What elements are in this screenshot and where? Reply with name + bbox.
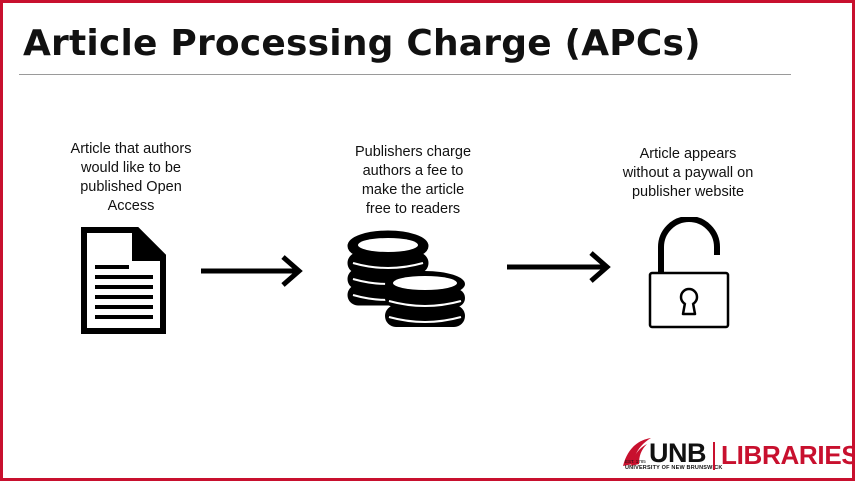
logo-divider: [713, 442, 715, 470]
step-1-caption-line: would like to be: [81, 160, 181, 176]
step-3-caption: Article appears without a paywall on pub…: [598, 145, 778, 202]
logo-university-name: UNIVERSITY OF NEW BRUNSWICK: [625, 465, 723, 471]
step-1-caption-line: Article that authors: [70, 141, 192, 157]
unb-libraries-logo: UNB EST. 1785 UNIVERSITY OF NEW BRUNSWIC…: [621, 436, 855, 476]
unb-flame-icon: [623, 438, 651, 466]
coins-icon: [347, 230, 465, 327]
step-2-caption-line: Publishers charge: [354, 144, 472, 160]
step-1-caption-line: Access: [107, 198, 155, 214]
title-divider: [19, 74, 791, 75]
step-3-caption-line: publisher website: [631, 184, 745, 200]
step-2-caption-line: free to readers: [365, 201, 461, 217]
slide-title: Article Processing Charge (APCs): [23, 23, 701, 64]
step-2-caption: Publishers charge authors a fee to make …: [323, 143, 503, 219]
document-icon: [81, 227, 166, 334]
step-1-caption: Article that authors would like to be pu…: [41, 140, 221, 216]
logo-unb-wordmark: UNB: [649, 438, 707, 468]
logo-established: EST. 1785: [625, 459, 646, 464]
logo-libraries-text: LIBRARIES: [721, 440, 855, 470]
step-3-caption-line: Article appears: [639, 146, 737, 162]
step-3-caption-line: without a paywall on: [622, 165, 754, 181]
step-2-caption-line: authors a fee to: [362, 163, 464, 179]
arrow-right-icon: [201, 255, 303, 287]
step-2-caption-line: make the article: [361, 182, 465, 198]
arrow-right-icon: [507, 251, 611, 283]
step-1-caption-line: published Open: [80, 179, 182, 195]
unlocked-padlock-icon: [648, 217, 730, 329]
